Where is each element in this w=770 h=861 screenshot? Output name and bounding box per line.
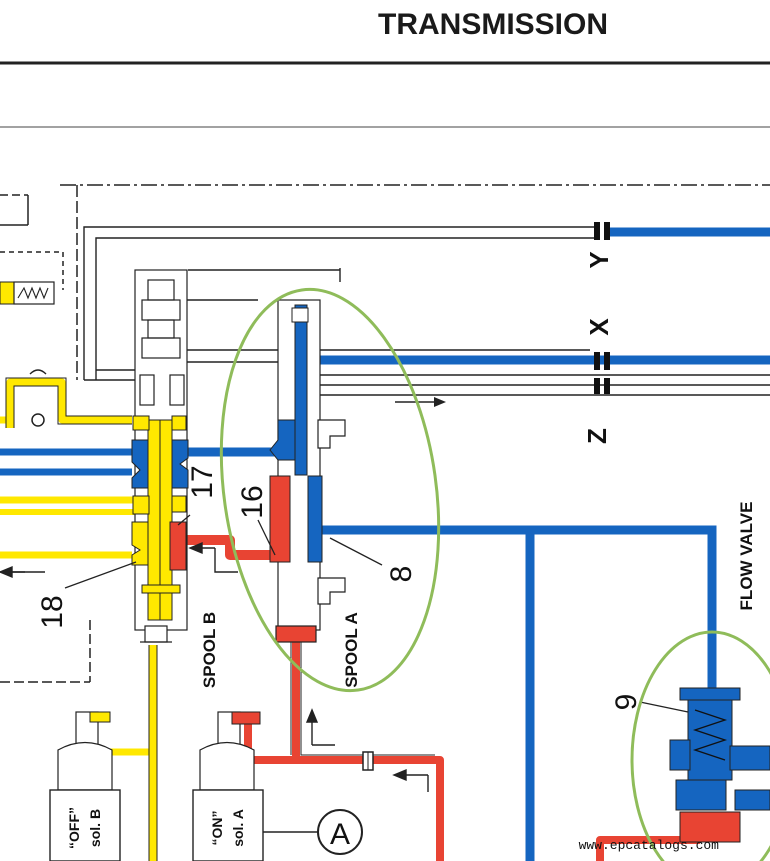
- sol-a-name: sol. A: [230, 809, 246, 847]
- inline-connector: [362, 751, 374, 771]
- port-y-label: Y: [584, 251, 614, 268]
- dashed-boundaries: [0, 184, 770, 683]
- solenoid-left: [0, 281, 55, 305]
- callout-8: 8: [385, 566, 418, 583]
- flow-valve-label: FLOW VALVE: [737, 502, 756, 611]
- spool-b-label: SPOOL B: [200, 612, 219, 688]
- flow-arrow-right: [395, 397, 446, 407]
- callout-17: 17: [186, 465, 219, 498]
- callout-18: 18: [36, 595, 69, 628]
- gauge-label: A: [330, 818, 350, 851]
- watermark: www.epcatalogs.com: [579, 838, 720, 853]
- port-z-label: Z: [582, 428, 612, 444]
- sol-b-name: sol. B: [87, 809, 103, 847]
- port-x-label: X: [584, 318, 614, 336]
- page-title: TRANSMISSION: [378, 8, 609, 41]
- blue-lines: [0, 227, 770, 861]
- solenoid-b: [49, 711, 121, 861]
- yellow-line-outlines: [5, 377, 158, 861]
- callout-16: 16: [236, 485, 269, 518]
- highlight-ellipse-flow-valve: [630, 630, 770, 861]
- gauge-a: A: [263, 809, 363, 855]
- check-valve-icon: [31, 413, 45, 427]
- callout-9: 9: [610, 694, 643, 711]
- sol-a-state: “ON”: [209, 811, 225, 846]
- port-connectors: [594, 222, 610, 394]
- spool-a: [269, 299, 346, 643]
- solenoid-a: [192, 711, 264, 861]
- highlight-ellipse-spool-a: [219, 287, 441, 693]
- white-pipes: [83, 226, 770, 396]
- spool-a-label: SPOOL A: [342, 612, 361, 688]
- flow-arrows: [0, 541, 429, 792]
- flow-valve: [669, 687, 770, 843]
- sol-b-state: “OFF”: [66, 807, 82, 849]
- orifice-icon: [29, 369, 47, 375]
- spool-b: [131, 269, 189, 643]
- callout-leaders: [64, 514, 689, 713]
